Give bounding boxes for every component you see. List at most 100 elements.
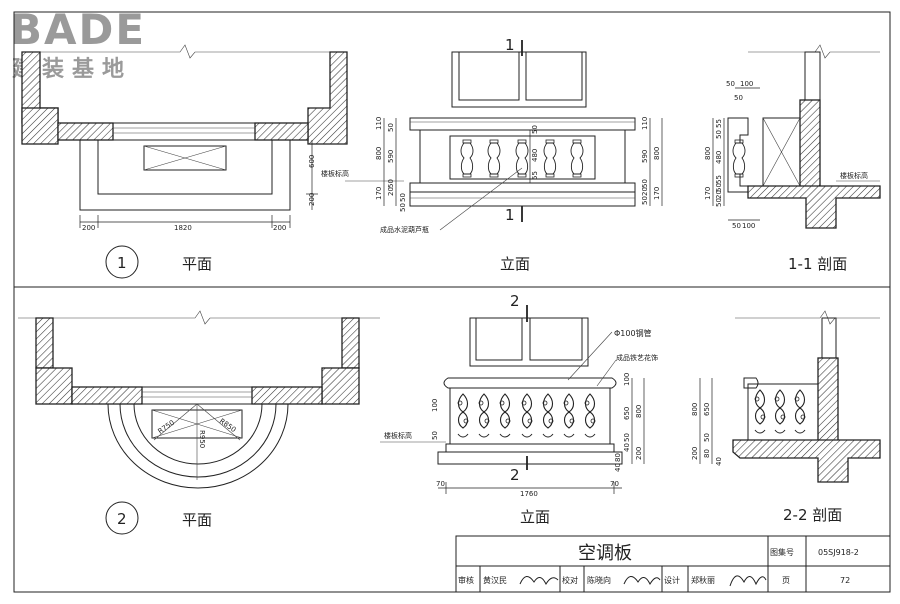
plan-1: 200 1820 200 600 200	[21, 44, 348, 232]
sec1-d4: 50	[715, 183, 723, 192]
sec1-d2: 480	[715, 151, 723, 164]
sec1-total0: 800	[704, 147, 712, 160]
elev2-total0: 800	[635, 405, 643, 418]
elev1-baluster-note: 成品水泥葫芦瓶	[380, 225, 429, 234]
title-block: 空调板 图集号 05SJ918-2 审核 黄汉民 校对 陈晓向 设计 郑秋丽 页…	[455, 535, 891, 593]
elevation-1: 1 1 110 50 590 50 20 50 50 800 170 50 48…	[321, 36, 663, 234]
plan1-label: 平面	[182, 255, 212, 273]
elev1-dim-l5: 50	[399, 193, 407, 202]
elev2-w1: 1760	[520, 490, 538, 498]
elev2-d4: 80	[614, 453, 622, 462]
review-signature	[519, 576, 559, 586]
elev1-floor-note: 楼板标高	[321, 169, 349, 178]
sec1-d3: 55	[715, 175, 723, 184]
sec1-top2: 50	[734, 94, 743, 102]
sheet-border	[13, 11, 891, 593]
elev1-dim-m2: 55	[531, 171, 539, 180]
index-circle-1	[105, 245, 139, 279]
elev2-total1: 200	[635, 447, 643, 460]
elev2-l1: 50	[431, 431, 439, 440]
sec2-d1: 50	[703, 433, 711, 442]
elev2-pipe-note: Φ100钢管	[614, 328, 652, 338]
elev1-dim-rtotal1: 170	[653, 187, 661, 200]
elev1-dim-r3: 20	[641, 187, 649, 196]
elev1-dim-r0: 110	[641, 117, 649, 130]
sec1-top1: 100	[740, 80, 753, 88]
index-circle-2	[105, 501, 139, 535]
elev2-d5: 40	[614, 463, 622, 472]
elev1-dim-ltotal1: 170	[375, 187, 383, 200]
plan2-r950: R950	[198, 430, 206, 448]
atlas-number: 05SJ918-2	[818, 548, 859, 557]
sec2-d3: 40	[715, 457, 723, 466]
elev2-d2: 50	[623, 433, 631, 442]
page-number: 72	[840, 576, 850, 585]
elev1-dim-m0: 50	[531, 125, 539, 134]
sec2-d0: 650	[703, 403, 711, 416]
elev1-cut-bottom: 1	[505, 206, 515, 224]
sec1-d0: 55	[715, 119, 723, 128]
logo: BADE 建装基地	[10, 5, 146, 82]
design-label: 设计	[664, 575, 680, 585]
elev1-dim-l1: 50	[387, 123, 395, 132]
plan-2: R750 R850 R950	[18, 310, 380, 489]
sec1-total1: 170	[704, 187, 712, 200]
elev2-label: 立面	[520, 508, 550, 526]
check-signature	[623, 576, 661, 586]
elev1-dim-l2: 590	[387, 150, 395, 163]
sec1-bottom0: 50	[732, 222, 741, 230]
plan1-dim-600: 600	[308, 155, 316, 168]
elev2-d1: 650	[623, 407, 631, 420]
logo-brand: BADE	[10, 5, 146, 54]
elev1-dim-l4: 20	[387, 187, 395, 196]
elevation-2: 2 2 楼板标高 Φ100钢管 成品铁艺花饰 100 650 50 40 80 …	[380, 292, 658, 498]
section-1-1: 楼板标高 50 100 50 800 170 55 50 480 55 50 2…	[704, 44, 881, 230]
elev2-floor-note: 楼板标高	[384, 431, 412, 440]
sec1-d5: 20	[715, 190, 723, 199]
page-label: 页	[782, 576, 790, 585]
design-signature	[729, 575, 767, 587]
section-2-2: 650 50 80 40 800 200	[691, 310, 881, 483]
check-label: 校对	[562, 575, 578, 585]
design-name: 郑秋丽	[691, 575, 715, 585]
elev2-cut-bottom: 2	[510, 466, 520, 484]
plan2-r750: R750	[157, 419, 177, 436]
sec1-floor-note: 楼板标高	[840, 171, 868, 180]
sec2-d2: 80	[703, 449, 711, 458]
sec1-d1: 50	[715, 130, 723, 139]
sec2-total1: 200	[691, 447, 699, 460]
atlas-label: 图集号	[770, 547, 794, 557]
index-2: 2	[117, 510, 127, 528]
elev2-d3: 40	[623, 443, 631, 452]
elev2-d0: 100	[623, 373, 631, 386]
elev1-dim-l3: 50	[387, 179, 395, 188]
elev1-dim-l6: 50	[399, 203, 407, 212]
plan1-dim-left: 200	[82, 224, 95, 232]
check-name: 陈晓向	[587, 575, 611, 585]
elev2-w2: 70	[610, 480, 619, 488]
elev1-dim-r4: 50	[641, 196, 649, 205]
plan1-dim-mid: 1820	[174, 224, 192, 232]
elev2-iron-note: 成品铁艺花饰	[616, 353, 658, 362]
elev1-label: 立面	[500, 255, 530, 273]
elev1-dim-ltotal0: 800	[375, 147, 383, 160]
elev1-dim-m1: 480	[531, 149, 539, 162]
elev1-cut-top: 1	[505, 36, 515, 54]
sec2-total0: 800	[691, 403, 699, 416]
elev2-w0: 70	[436, 480, 445, 488]
review-label: 审核	[458, 575, 474, 585]
title-block-title: 空调板	[578, 543, 632, 564]
elev1-dim-r1: 590	[641, 150, 649, 163]
review-name: 黄汉民	[483, 575, 507, 585]
elev2-l0: 100	[431, 399, 439, 412]
sec1-bottom1: 100	[742, 222, 755, 230]
sec1-label: 1-1 剖面	[788, 255, 847, 273]
sec2-label: 2-2 剖面	[783, 506, 842, 524]
sec1-top0: 50	[726, 80, 735, 88]
elev1-dim-rtotal0: 800	[653, 147, 661, 160]
sec1-d6: 50	[715, 198, 723, 207]
elev2-cut-top: 2	[510, 292, 520, 310]
index-1: 1	[117, 254, 127, 272]
plan1-dim-200: 200	[308, 193, 316, 206]
